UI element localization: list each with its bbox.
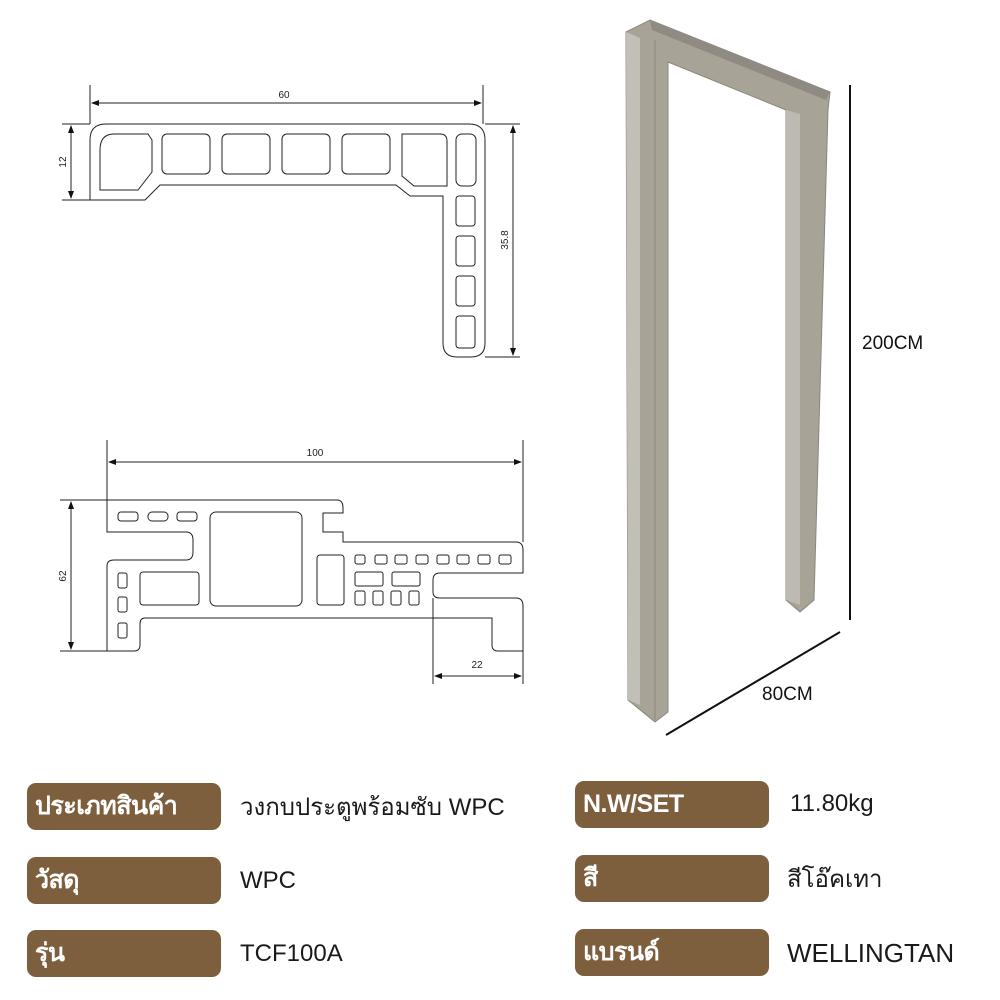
spec-label-model: รุ่น bbox=[27, 930, 221, 977]
spec-label-material: วัสดุ bbox=[27, 857, 221, 904]
top-depth-dim: 35.8 bbox=[500, 230, 511, 250]
spec-value-brand: WELLINGTAN bbox=[787, 938, 955, 968]
spec-value-product-type: วงกบประตูพร้อมซับ WPC bbox=[240, 794, 505, 821]
spec-label-net-weight: N.W/SET bbox=[575, 781, 769, 828]
top-height-dim: 12 bbox=[58, 156, 69, 168]
door-width-label: 80CM bbox=[762, 684, 813, 705]
spec-value-model: TCF100A bbox=[240, 940, 343, 967]
spec-value-material: WPC bbox=[240, 867, 296, 894]
top-profile-drawing bbox=[62, 85, 520, 358]
top-width-dim: 60 bbox=[278, 90, 290, 101]
spec-value-color: สีโอ๊คเทา bbox=[787, 866, 883, 893]
bottom-profile-drawing bbox=[60, 440, 524, 684]
bottom-step-dim: 22 bbox=[471, 660, 483, 671]
spec-value-net-weight: 11.80kg bbox=[790, 790, 874, 817]
door-frame-image bbox=[625, 19, 831, 723]
spec-label-color: สี bbox=[575, 855, 769, 902]
bottom-height-dim: 62 bbox=[58, 570, 69, 582]
spec-label-product-type: ประเภทสินค้า bbox=[27, 783, 221, 830]
spec-label-brand: แบรนด์ bbox=[575, 929, 769, 976]
door-dimension-lines bbox=[665, 85, 851, 736]
bottom-width-dim: 100 bbox=[307, 448, 324, 459]
door-height-label: 200CM bbox=[862, 333, 924, 354]
